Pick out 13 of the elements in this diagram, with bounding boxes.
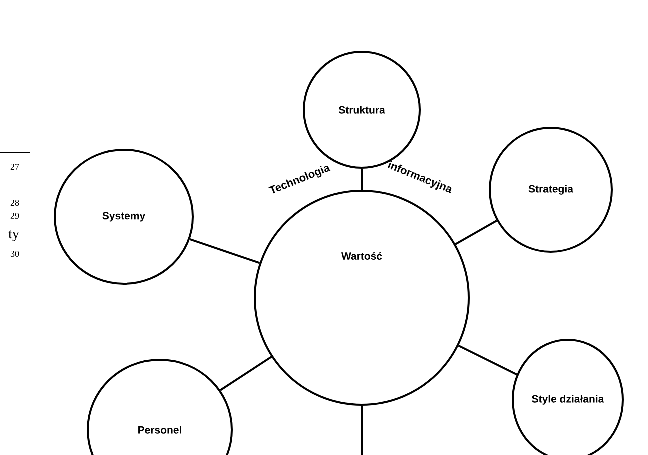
- circle-node: Systemy: [54, 149, 194, 285]
- connector-line: [361, 169, 363, 190]
- footnote-text: ty: [8, 230, 20, 242]
- connector-line: [361, 406, 363, 455]
- footnote-text: 29: [10, 212, 20, 220]
- footnote-text: 30: [10, 250, 20, 258]
- circle-node: Strategia: [489, 127, 613, 253]
- footnote-text: 27: [10, 164, 20, 170]
- connector-line: [190, 238, 260, 264]
- connector-line: [458, 345, 518, 376]
- footnote-text: 28: [10, 200, 20, 206]
- connector-line: [455, 220, 498, 246]
- connector-line: [220, 356, 272, 392]
